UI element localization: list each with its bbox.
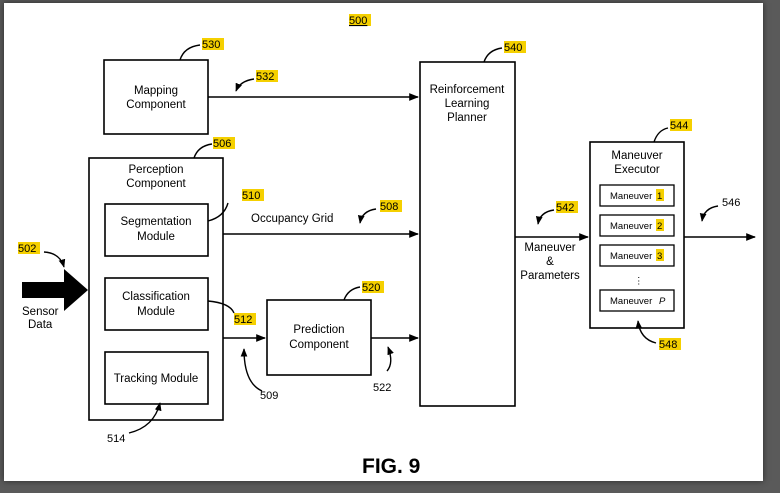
ref-546: 546 xyxy=(722,197,740,209)
prediction-component-box: Prediction Component xyxy=(266,299,372,376)
executor-label-2: Executor xyxy=(614,164,660,176)
leader-522 xyxy=(386,346,394,372)
leader-544 xyxy=(653,127,669,143)
leader-508 xyxy=(357,208,377,224)
occupancy-label: Occupancy Grid xyxy=(251,213,333,225)
ref-532: 532 xyxy=(256,71,274,83)
planner-label-2: Learning xyxy=(445,98,490,110)
maneuver-params-label-3: Parameters xyxy=(520,270,580,282)
leader-546 xyxy=(699,205,719,222)
leader-512 xyxy=(207,300,235,314)
leader-509 xyxy=(240,348,263,392)
ref-530: 530 xyxy=(202,39,220,51)
planner-label-1: Reinforcement xyxy=(430,84,506,96)
ref-542: 542 xyxy=(556,202,574,214)
svg-text:500: 500 xyxy=(349,15,367,27)
svg-text:2: 2 xyxy=(657,221,662,232)
ref-506: 506 xyxy=(213,138,231,150)
planner-label-3: Planner xyxy=(447,112,487,124)
mapping-label-2: Component xyxy=(126,99,186,111)
svg-text:Maneuver: Maneuver xyxy=(610,191,652,202)
ref-520: 520 xyxy=(362,282,380,294)
ref-502: 502 xyxy=(18,243,36,255)
segmentation-label-1: Segmentation xyxy=(121,216,192,228)
prediction-label-2: Component xyxy=(289,339,349,351)
sensor-label-1: Sensor xyxy=(22,306,59,318)
tracking-label: Tracking Module xyxy=(114,373,199,385)
ref-509: 509 xyxy=(260,390,278,402)
figure-ref-500: 500 xyxy=(349,14,371,27)
leader-542 xyxy=(535,209,555,225)
classification-module-box: Classification Module xyxy=(104,277,209,331)
classification-label-1: Classification xyxy=(122,291,190,303)
ref-514: 514 xyxy=(107,433,125,445)
executor-label-1: Maneuver xyxy=(611,150,662,162)
perception-label-2: Component xyxy=(126,178,186,190)
ref-544: 544 xyxy=(670,120,688,132)
maneuver-item-1: Maneuver 1 xyxy=(599,184,675,207)
diagram-svg: 500 Mapping Component 530 532 Perception… xyxy=(18,14,756,478)
planner-box: Reinforcement Learning Planner xyxy=(419,61,516,407)
leader-520 xyxy=(343,286,361,301)
leader-532 xyxy=(235,78,255,92)
leader-530 xyxy=(179,44,201,61)
ref-548: 548 xyxy=(659,339,677,351)
perception-label-1: Perception xyxy=(129,164,184,176)
svg-text:Maneuver: Maneuver xyxy=(610,251,652,262)
ref-522: 522 xyxy=(373,382,391,394)
svg-text:3: 3 xyxy=(657,251,662,262)
leader-506 xyxy=(193,143,213,159)
maneuver-item-2: Maneuver 2 xyxy=(599,214,675,237)
classification-label-2: Module xyxy=(137,306,175,318)
figure-caption: FIG. 9 xyxy=(362,455,420,478)
tracking-module-box: Tracking Module xyxy=(104,351,209,405)
maneuver-item-p: Maneuver P xyxy=(599,289,675,312)
mapping-label-1: Mapping xyxy=(134,85,178,97)
leader-510 xyxy=(207,202,229,222)
maneuver-item-3: Maneuver 3 xyxy=(599,244,675,267)
sensor-label-2: Data xyxy=(28,319,53,331)
diagram-canvas: 500 Mapping Component 530 532 Perception… xyxy=(4,3,763,481)
maneuver-params-label-2: & xyxy=(546,256,554,268)
svg-text:Maneuver: Maneuver xyxy=(610,296,652,307)
svg-text:Maneuver: Maneuver xyxy=(610,221,652,232)
svg-text:P: P xyxy=(659,296,666,307)
leader-502 xyxy=(43,251,66,268)
maneuver-params-label-1: Maneuver xyxy=(524,242,575,254)
prediction-label-1: Prediction xyxy=(293,324,344,336)
leader-548 xyxy=(635,320,657,344)
leader-514 xyxy=(128,402,162,434)
segmentation-module-box: Segmentation Module xyxy=(104,203,209,257)
ref-510: 510 xyxy=(242,190,260,202)
ref-508: 508 xyxy=(380,201,398,213)
ref-540: 540 xyxy=(504,42,522,54)
sensor-data-arrow xyxy=(22,269,88,311)
maneuver-ellipsis: ⋮ xyxy=(634,276,644,287)
leader-540 xyxy=(483,47,503,63)
mapping-component-box: Mapping Component xyxy=(103,59,209,135)
segmentation-label-2: Module xyxy=(137,231,175,243)
svg-text:1: 1 xyxy=(657,191,662,202)
ref-512: 512 xyxy=(234,314,252,326)
